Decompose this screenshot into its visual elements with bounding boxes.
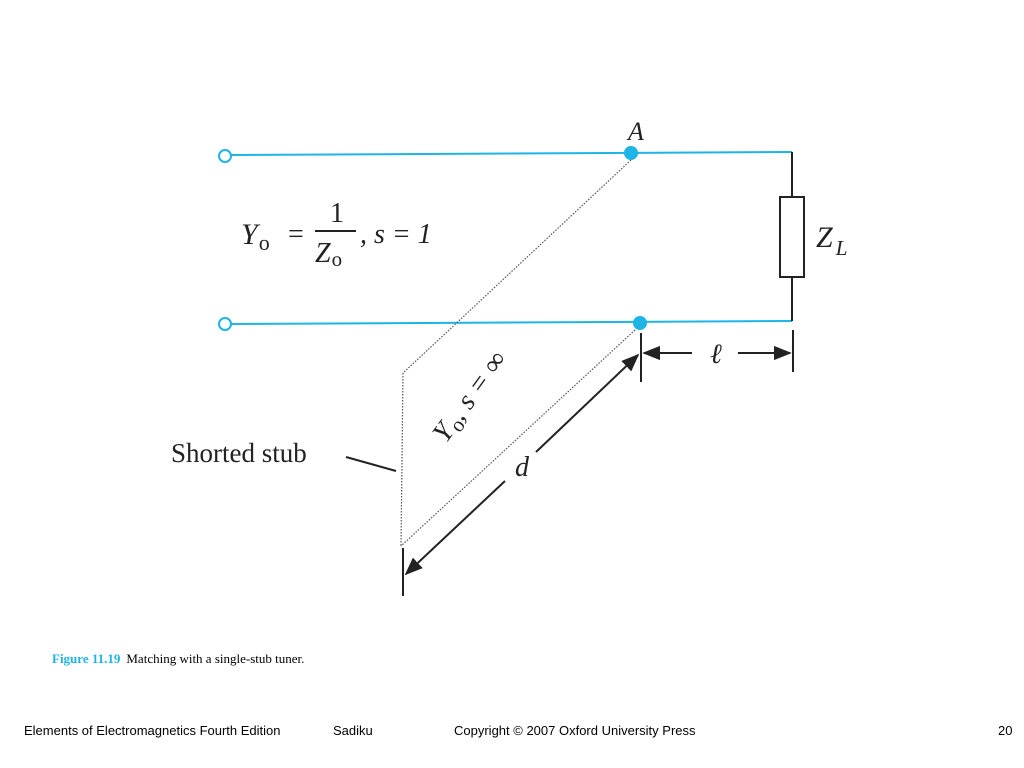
point-a-dot — [624, 146, 638, 160]
d-arrow-lower — [404, 480, 506, 576]
bottom-terminal — [218, 317, 232, 331]
svg-text:1: 1 — [330, 198, 344, 229]
d-arrow-upper — [535, 353, 640, 453]
shorted-stub-label: Shorted stub — [171, 438, 307, 468]
stub-inner-line — [400, 329, 636, 547]
footer-copyright: Copyright © 2007 Oxford University Press — [454, 723, 696, 738]
figure-number: Figure 11.19 — [52, 651, 121, 666]
top-terminal — [218, 149, 232, 163]
length-l-label: ℓ — [710, 339, 722, 370]
figure-caption: Figure 11.19 Matching with a single-stub … — [52, 651, 304, 667]
footer-author: Sadiku — [333, 723, 373, 738]
footer-page-number: 20 — [998, 723, 1013, 738]
top-line — [230, 151, 793, 156]
bottom-line — [230, 320, 793, 325]
stub-leader-line — [345, 456, 397, 472]
svg-text:, s = 1: , s = 1 — [360, 219, 432, 250]
figure-caption-text: Matching with a single-stub tuner. — [126, 651, 305, 666]
svg-text:Zo: Zo — [315, 238, 342, 271]
bottom-junction-dot — [633, 316, 647, 330]
footer-book-title: Elements of Electromagnetics Fourth Edit… — [24, 723, 281, 738]
distance-d-label: d — [515, 452, 530, 483]
line-admittance-equation: Yo = 1 Zo , s = 1 — [241, 198, 432, 271]
point-a-label: A — [626, 117, 644, 146]
stub-admittance-label: Yo, s = ∞ — [427, 345, 516, 450]
svg-text:=: = — [288, 219, 304, 250]
stub-outer-line — [400, 159, 632, 547]
svg-text:Yo: Yo — [241, 218, 270, 255]
load-impedance — [779, 196, 805, 278]
